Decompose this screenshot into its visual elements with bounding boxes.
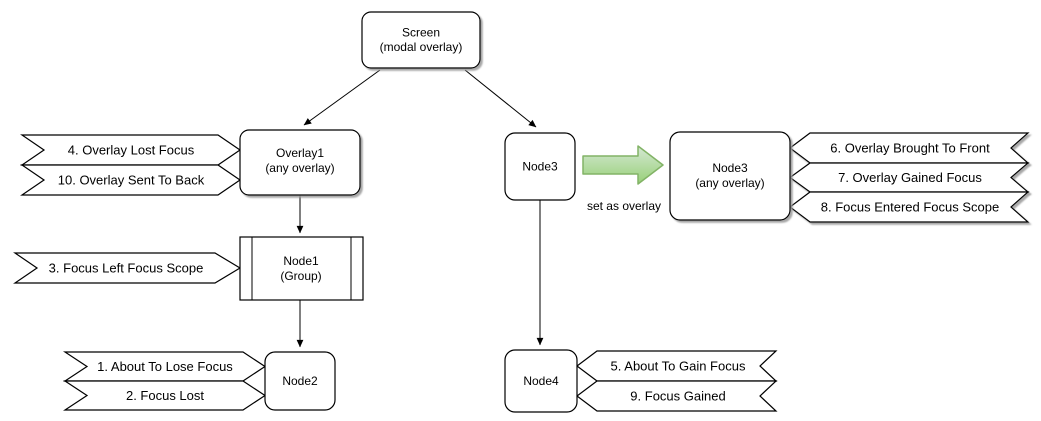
node3-overlay-node [669, 131, 791, 221]
node3-label: Node3 [522, 160, 558, 174]
event-banner-label: 7. Overlay Gained Focus [838, 170, 982, 185]
event-banner-focus-entered-focus-scope [789, 191, 1030, 223]
event-banner-overlay-sent-to-back [20, 164, 242, 196]
event-banner-label: 3. Focus Left Focus Scope [49, 261, 204, 276]
event-banner-label: 4. Overlay Lost Focus [68, 143, 195, 158]
screen-node [361, 11, 481, 69]
node4-node [504, 349, 578, 413]
overlay1-node-sublabel: (any overlay) [265, 161, 334, 175]
event-banner-focus-gained [576, 380, 778, 412]
node1-group-node [239, 236, 364, 301]
overlay1-node [239, 129, 361, 196]
screen-node-sublabel: (modal overlay) [380, 40, 463, 54]
event-banner-label: 6. Overlay Brought To Front [830, 141, 990, 156]
node1-label: Node1 [283, 254, 319, 268]
event-banner-label: 1. About To Lose Focus [97, 359, 233, 374]
node4-label: Node4 [523, 374, 559, 388]
edge-screen-to-overlay1 [303, 69, 381, 126]
node1-sublabel: (Group) [280, 269, 321, 283]
node3-overlay-label: Node3 [712, 161, 748, 175]
event-banner-label: 2. Focus Lost [126, 388, 204, 403]
overlay1-node-label: Overlay1 [276, 146, 324, 160]
edge-screen-to-node3 [464, 69, 537, 128]
event-banner-label: 5. About To Gain Focus [611, 359, 746, 374]
event-banner-label: 10. Overlay Sent To Back [58, 173, 205, 188]
event-banner-focus-lost [62, 380, 267, 411]
node2-label: Node2 [282, 374, 318, 388]
event-banner-label: 9. Focus Gained [630, 389, 725, 404]
node3-node [504, 132, 576, 201]
node3-overlay-sublabel: (any overlay) [695, 176, 764, 190]
node2-node [264, 351, 336, 411]
set-as-overlay-arrow-icon [582, 145, 664, 185]
event-banner-label: 8. Focus Entered Focus Scope [821, 200, 999, 215]
set-as-overlay-label: set as overlay [587, 199, 661, 213]
screen-node-label: Screen [402, 26, 440, 40]
event-banner-focus-left-focus-scope [13, 252, 242, 284]
